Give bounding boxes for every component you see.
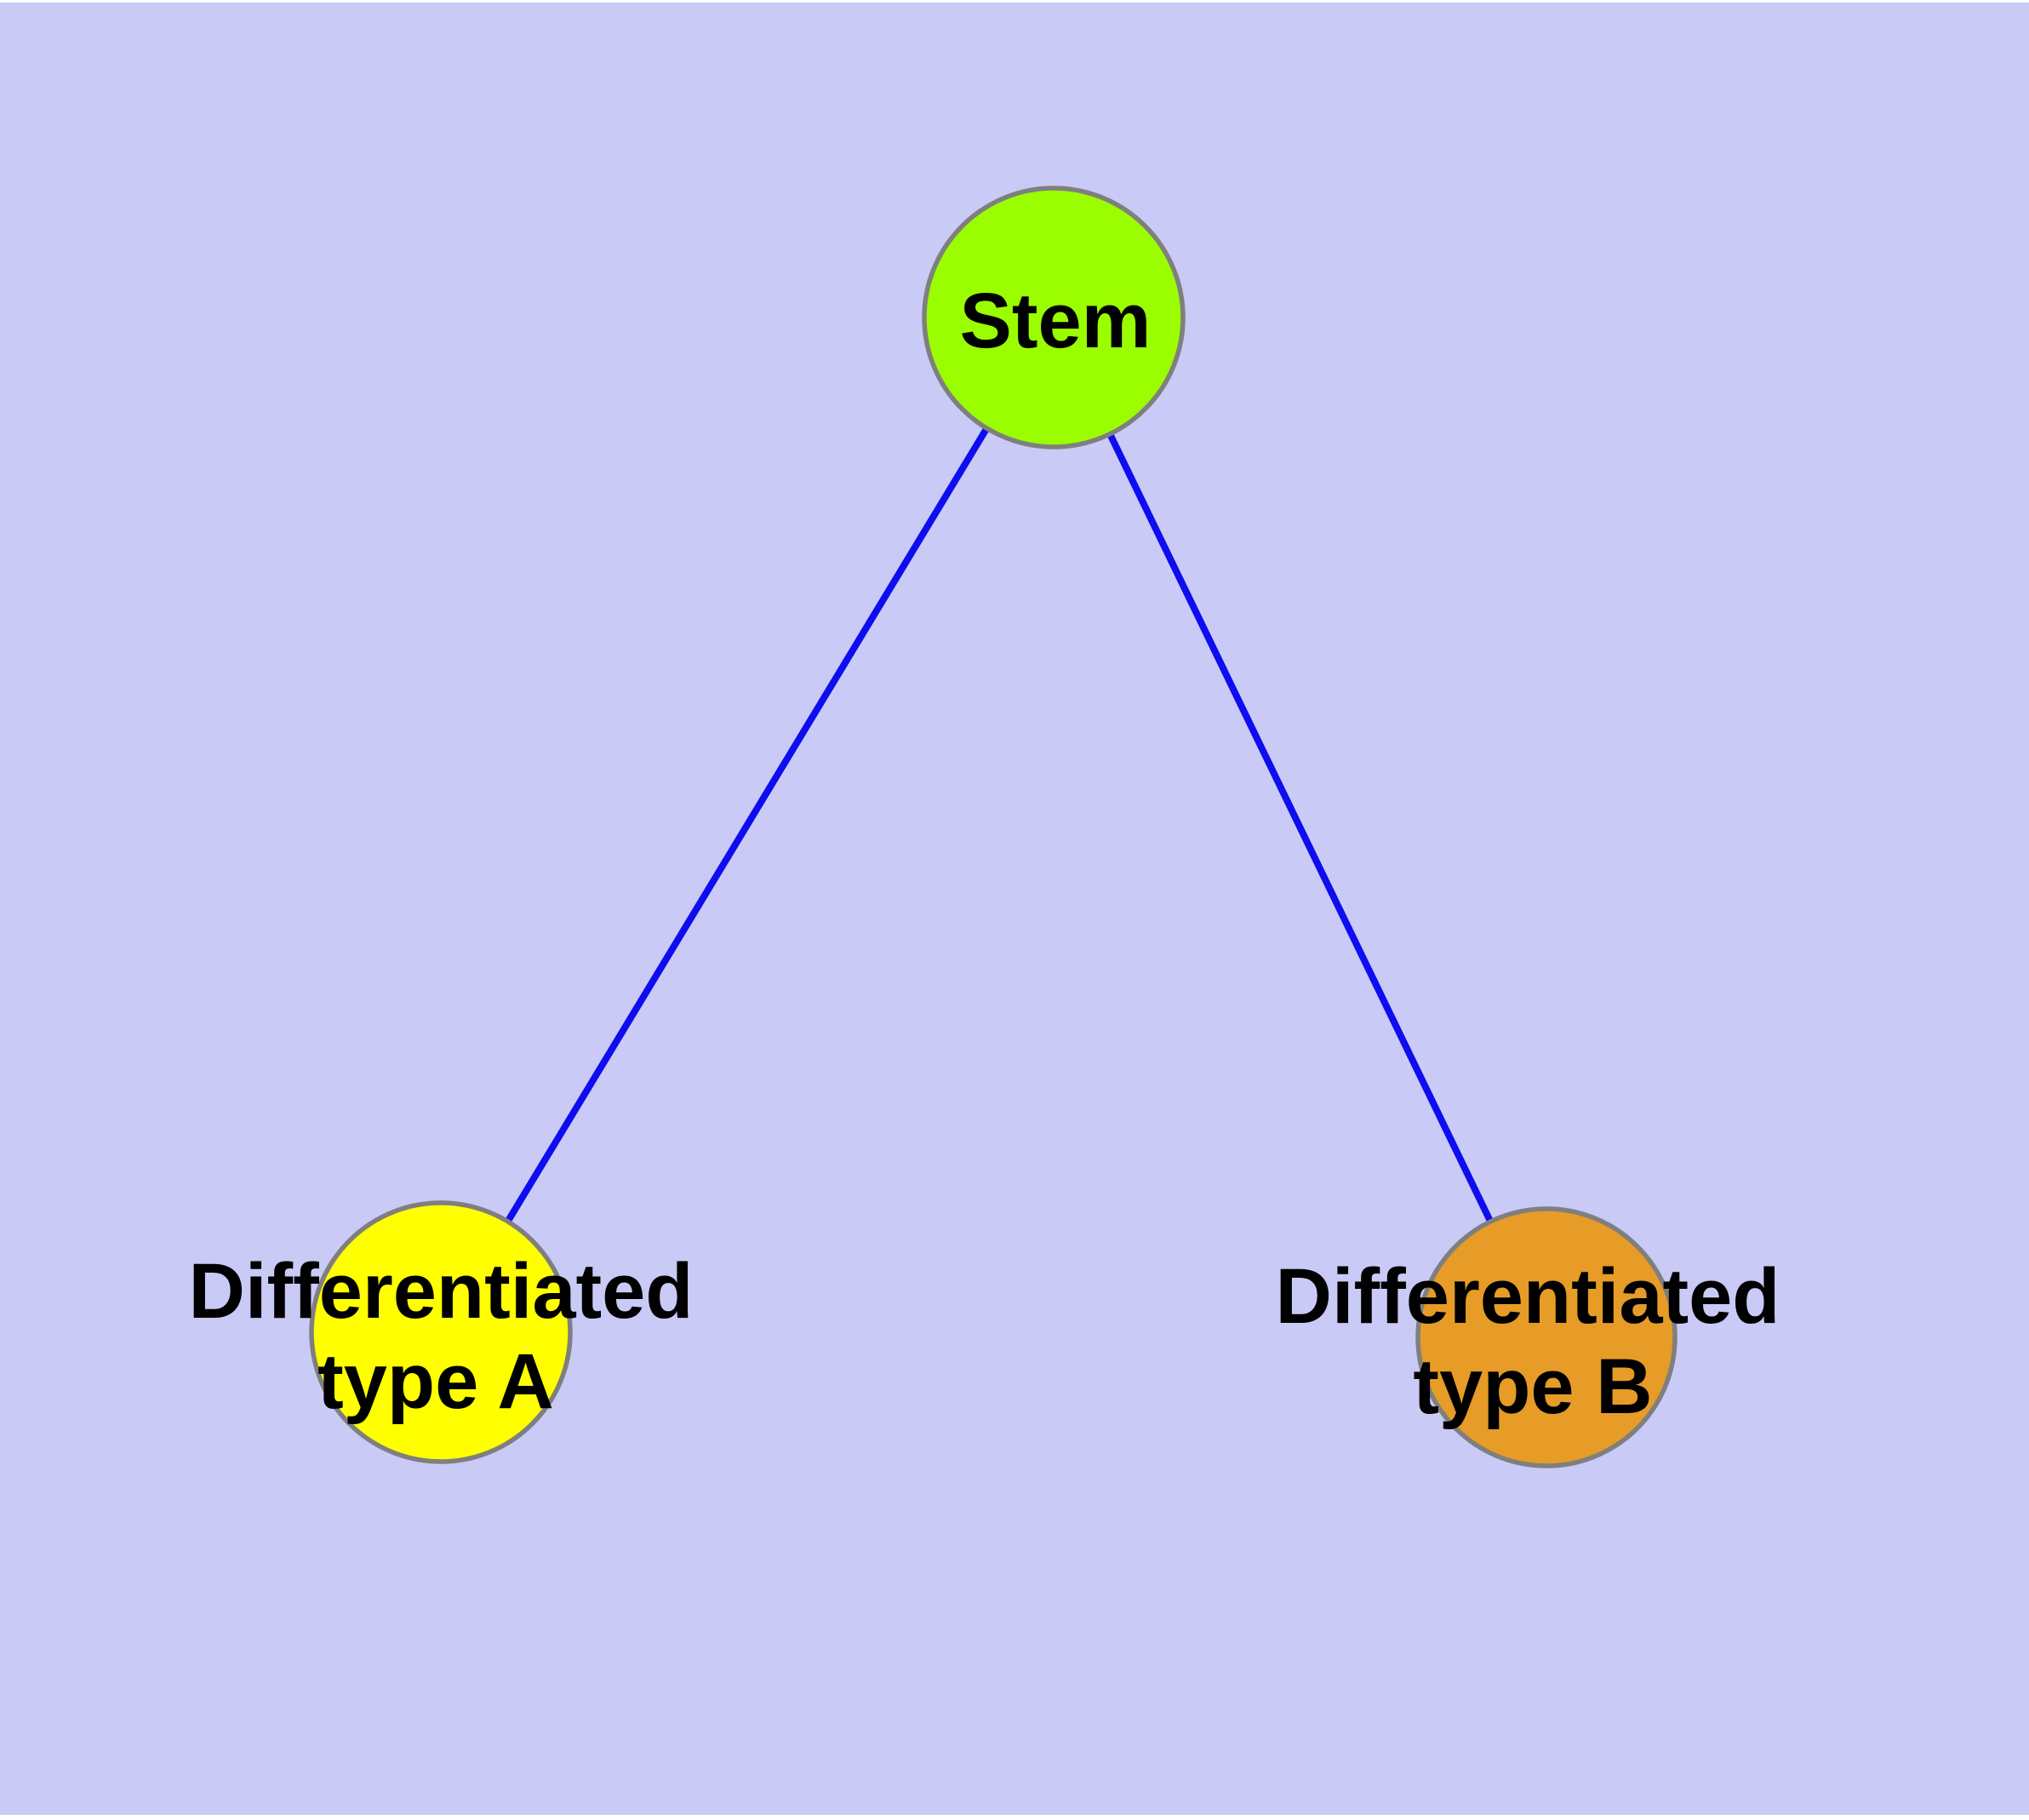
node-stem-label: Stem (960, 278, 1152, 364)
node-type-a-label-line1: Differentiated (189, 1248, 694, 1335)
edge-stem-to-type-a (437, 315, 1057, 1335)
node-differentiated-type-a (309, 1200, 573, 1464)
node-type-a-label-line2: type A (317, 1338, 554, 1425)
node-type-b-label-line1: Differentiated (1276, 1253, 1780, 1340)
node-type-b-label-line2: type B (1413, 1343, 1652, 1430)
node-differentiated-type-b (1415, 1206, 1677, 1468)
edge-stem-to-type-b (1050, 316, 1550, 1339)
node-stem (922, 186, 1186, 449)
